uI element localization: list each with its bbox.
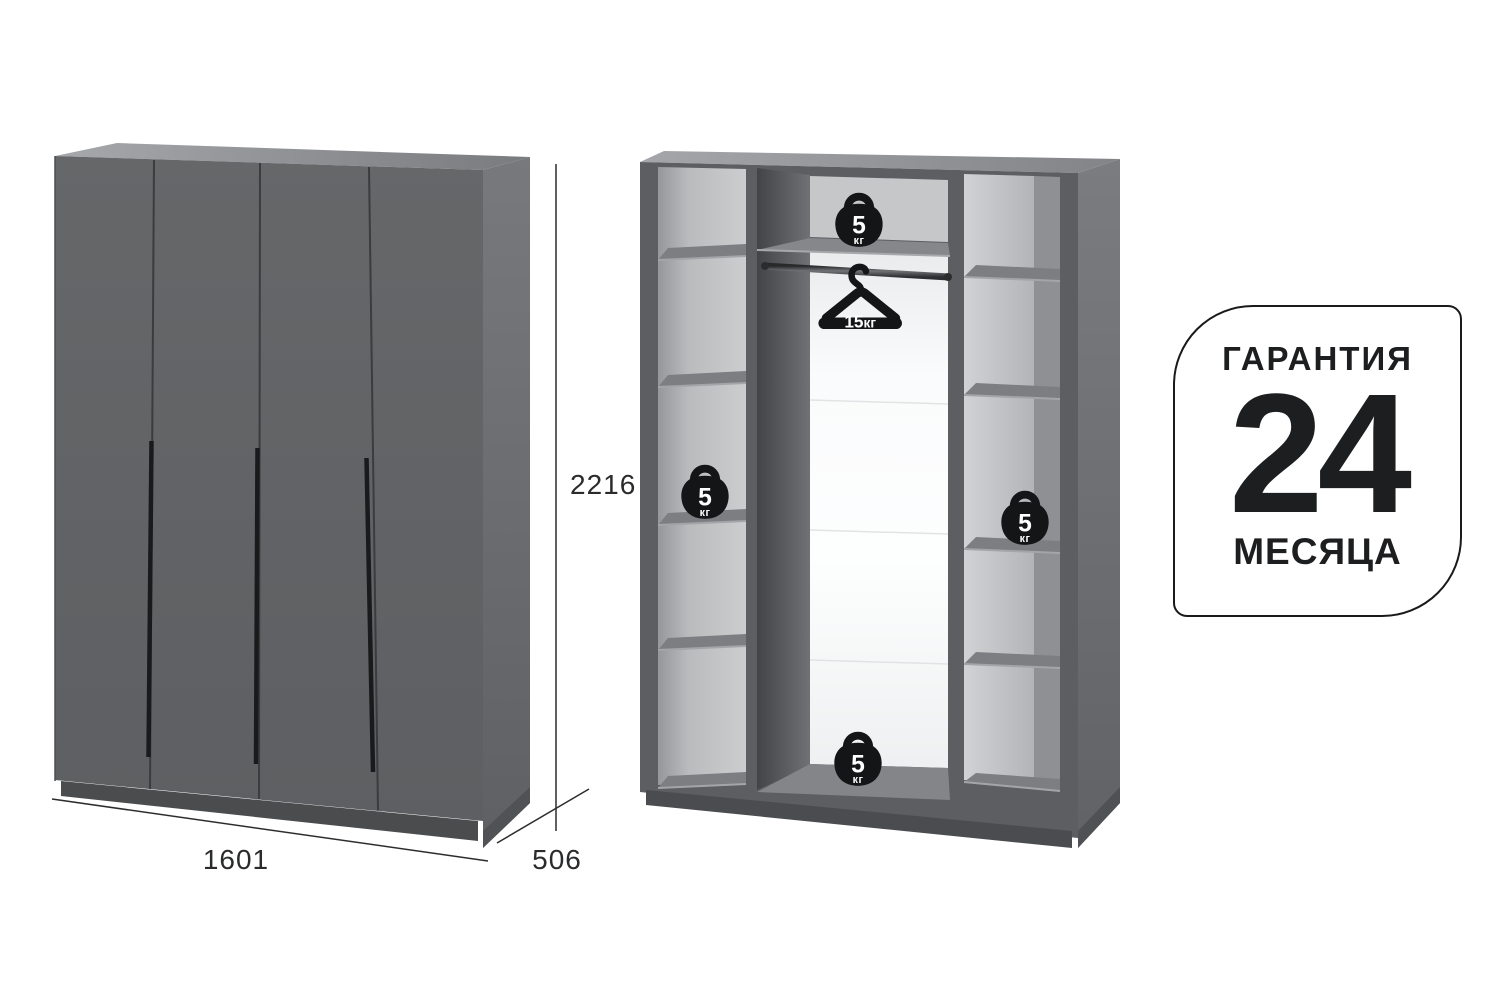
rod-load-label: 15кг bbox=[844, 312, 876, 332]
load-value: 5 bbox=[852, 212, 866, 239]
load-unit: кг bbox=[1020, 533, 1031, 545]
right-shelf-column bbox=[963, 174, 1061, 792]
open-side-plinth bbox=[1078, 787, 1120, 848]
warranty-badge-number: 24 bbox=[1228, 359, 1412, 549]
door-handle bbox=[146, 440, 154, 758]
hanging-rod bbox=[763, 262, 950, 281]
depth-dimension-label: 506 bbox=[532, 844, 582, 875]
right-column-back bbox=[964, 174, 1034, 786]
wardrobe-top-panel bbox=[55, 143, 530, 170]
door-handles bbox=[146, 440, 376, 773]
open-top-panel bbox=[640, 151, 1120, 173]
partition-side-face bbox=[757, 168, 810, 790]
wardrobe-plinth bbox=[61, 781, 478, 841]
kettlebell-icon-left-shelf: 5 кг bbox=[681, 469, 728, 519]
open-plinth bbox=[646, 790, 1072, 848]
load-unit: кг bbox=[854, 235, 865, 247]
load-unit: кг bbox=[853, 774, 864, 786]
depth-dimension-line bbox=[496, 788, 590, 844]
warranty-badge-period: МЕСЯЦА bbox=[1233, 531, 1402, 572]
warranty-badge: ГАРАНТИЯ 24 МЕСЯЦА bbox=[1173, 305, 1462, 617]
middle-back-panel bbox=[810, 242, 948, 768]
kettlebell-icon-right-shelf: 5 кг bbox=[1001, 495, 1048, 545]
hanger-icon: 15кг bbox=[824, 267, 896, 332]
dimension-annotations: 1601 506 2216 bbox=[51, 164, 636, 875]
load-value: 5 bbox=[698, 484, 712, 511]
load-unit: кг bbox=[700, 507, 711, 519]
open-side-panel bbox=[1078, 159, 1120, 848]
height-dimension-label: 2216 bbox=[570, 469, 636, 500]
back-panel-seams bbox=[809, 399, 949, 665]
wardrobe-side-panel bbox=[483, 157, 530, 848]
door-handle bbox=[253, 447, 260, 765]
closed-wardrobe bbox=[54, 143, 530, 848]
width-dimension-label: 1601 bbox=[203, 844, 269, 875]
middle-hanging-section bbox=[756, 168, 952, 800]
right-column-inner-wall bbox=[1034, 176, 1060, 790]
wardrobe-doors-front bbox=[55, 156, 483, 821]
load-value: 5 bbox=[1018, 510, 1032, 537]
kettlebell-icon-bottom-shelf: 5 кг bbox=[834, 736, 881, 786]
width-dimension-line bbox=[51, 798, 489, 862]
kettlebell-icon-top-shelf: 5 кг bbox=[835, 197, 882, 247]
shelf bbox=[964, 773, 1060, 791]
door-handle bbox=[364, 457, 376, 773]
wardrobe-side-plinth bbox=[483, 787, 530, 848]
warranty-badge-title: ГАРАНТИЯ bbox=[1222, 340, 1413, 377]
open-wardrobe: 5 кг 15кг 5 кг 5 кг 5 кг bbox=[640, 151, 1120, 848]
door-gap bbox=[368, 166, 379, 811]
load-value: 5 bbox=[851, 751, 865, 778]
